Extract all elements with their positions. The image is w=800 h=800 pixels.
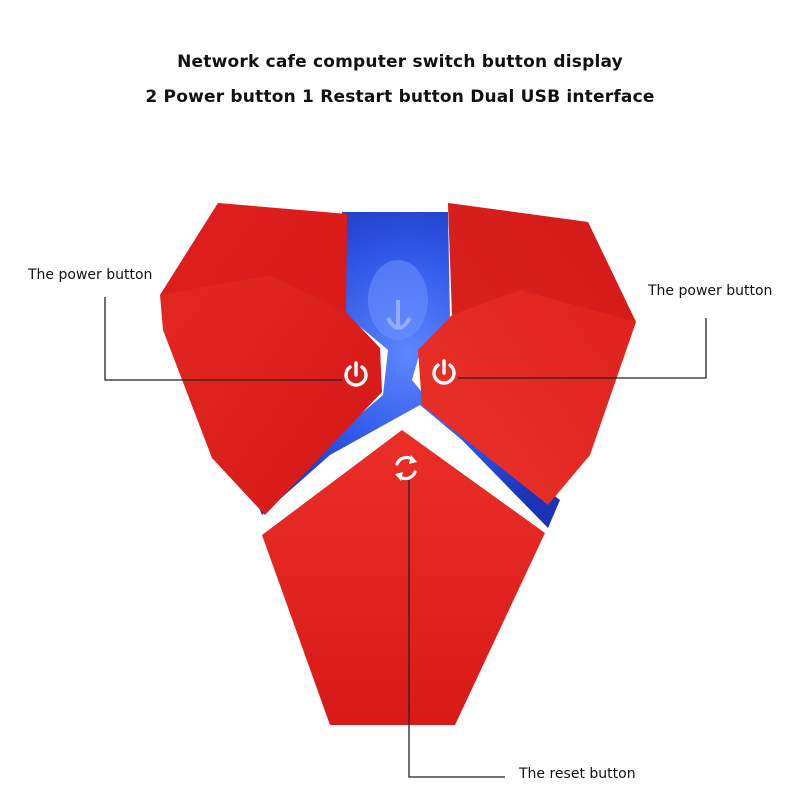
title-line-1: Network cafe computer switch button disp… [177,52,623,72]
refresh-icon[interactable] [395,455,417,481]
leader-line-right [458,318,707,379]
power-icon[interactable] [432,359,456,385]
leader-line-reset [408,480,505,778]
callout-left-power-label: The power button [28,267,153,283]
leader-line-left [104,297,342,381]
title-line-2: 2 Power button 1 Restart button Dual USB… [145,87,655,107]
right-power-panel [418,203,636,505]
callout-right-power-label: The power button [648,283,773,299]
reset-panel [262,430,545,725]
power-icon[interactable] [344,361,368,387]
leader-lines [104,297,707,778]
callout-reset-label: The reset button [519,766,636,782]
left-power-panel [160,203,382,515]
